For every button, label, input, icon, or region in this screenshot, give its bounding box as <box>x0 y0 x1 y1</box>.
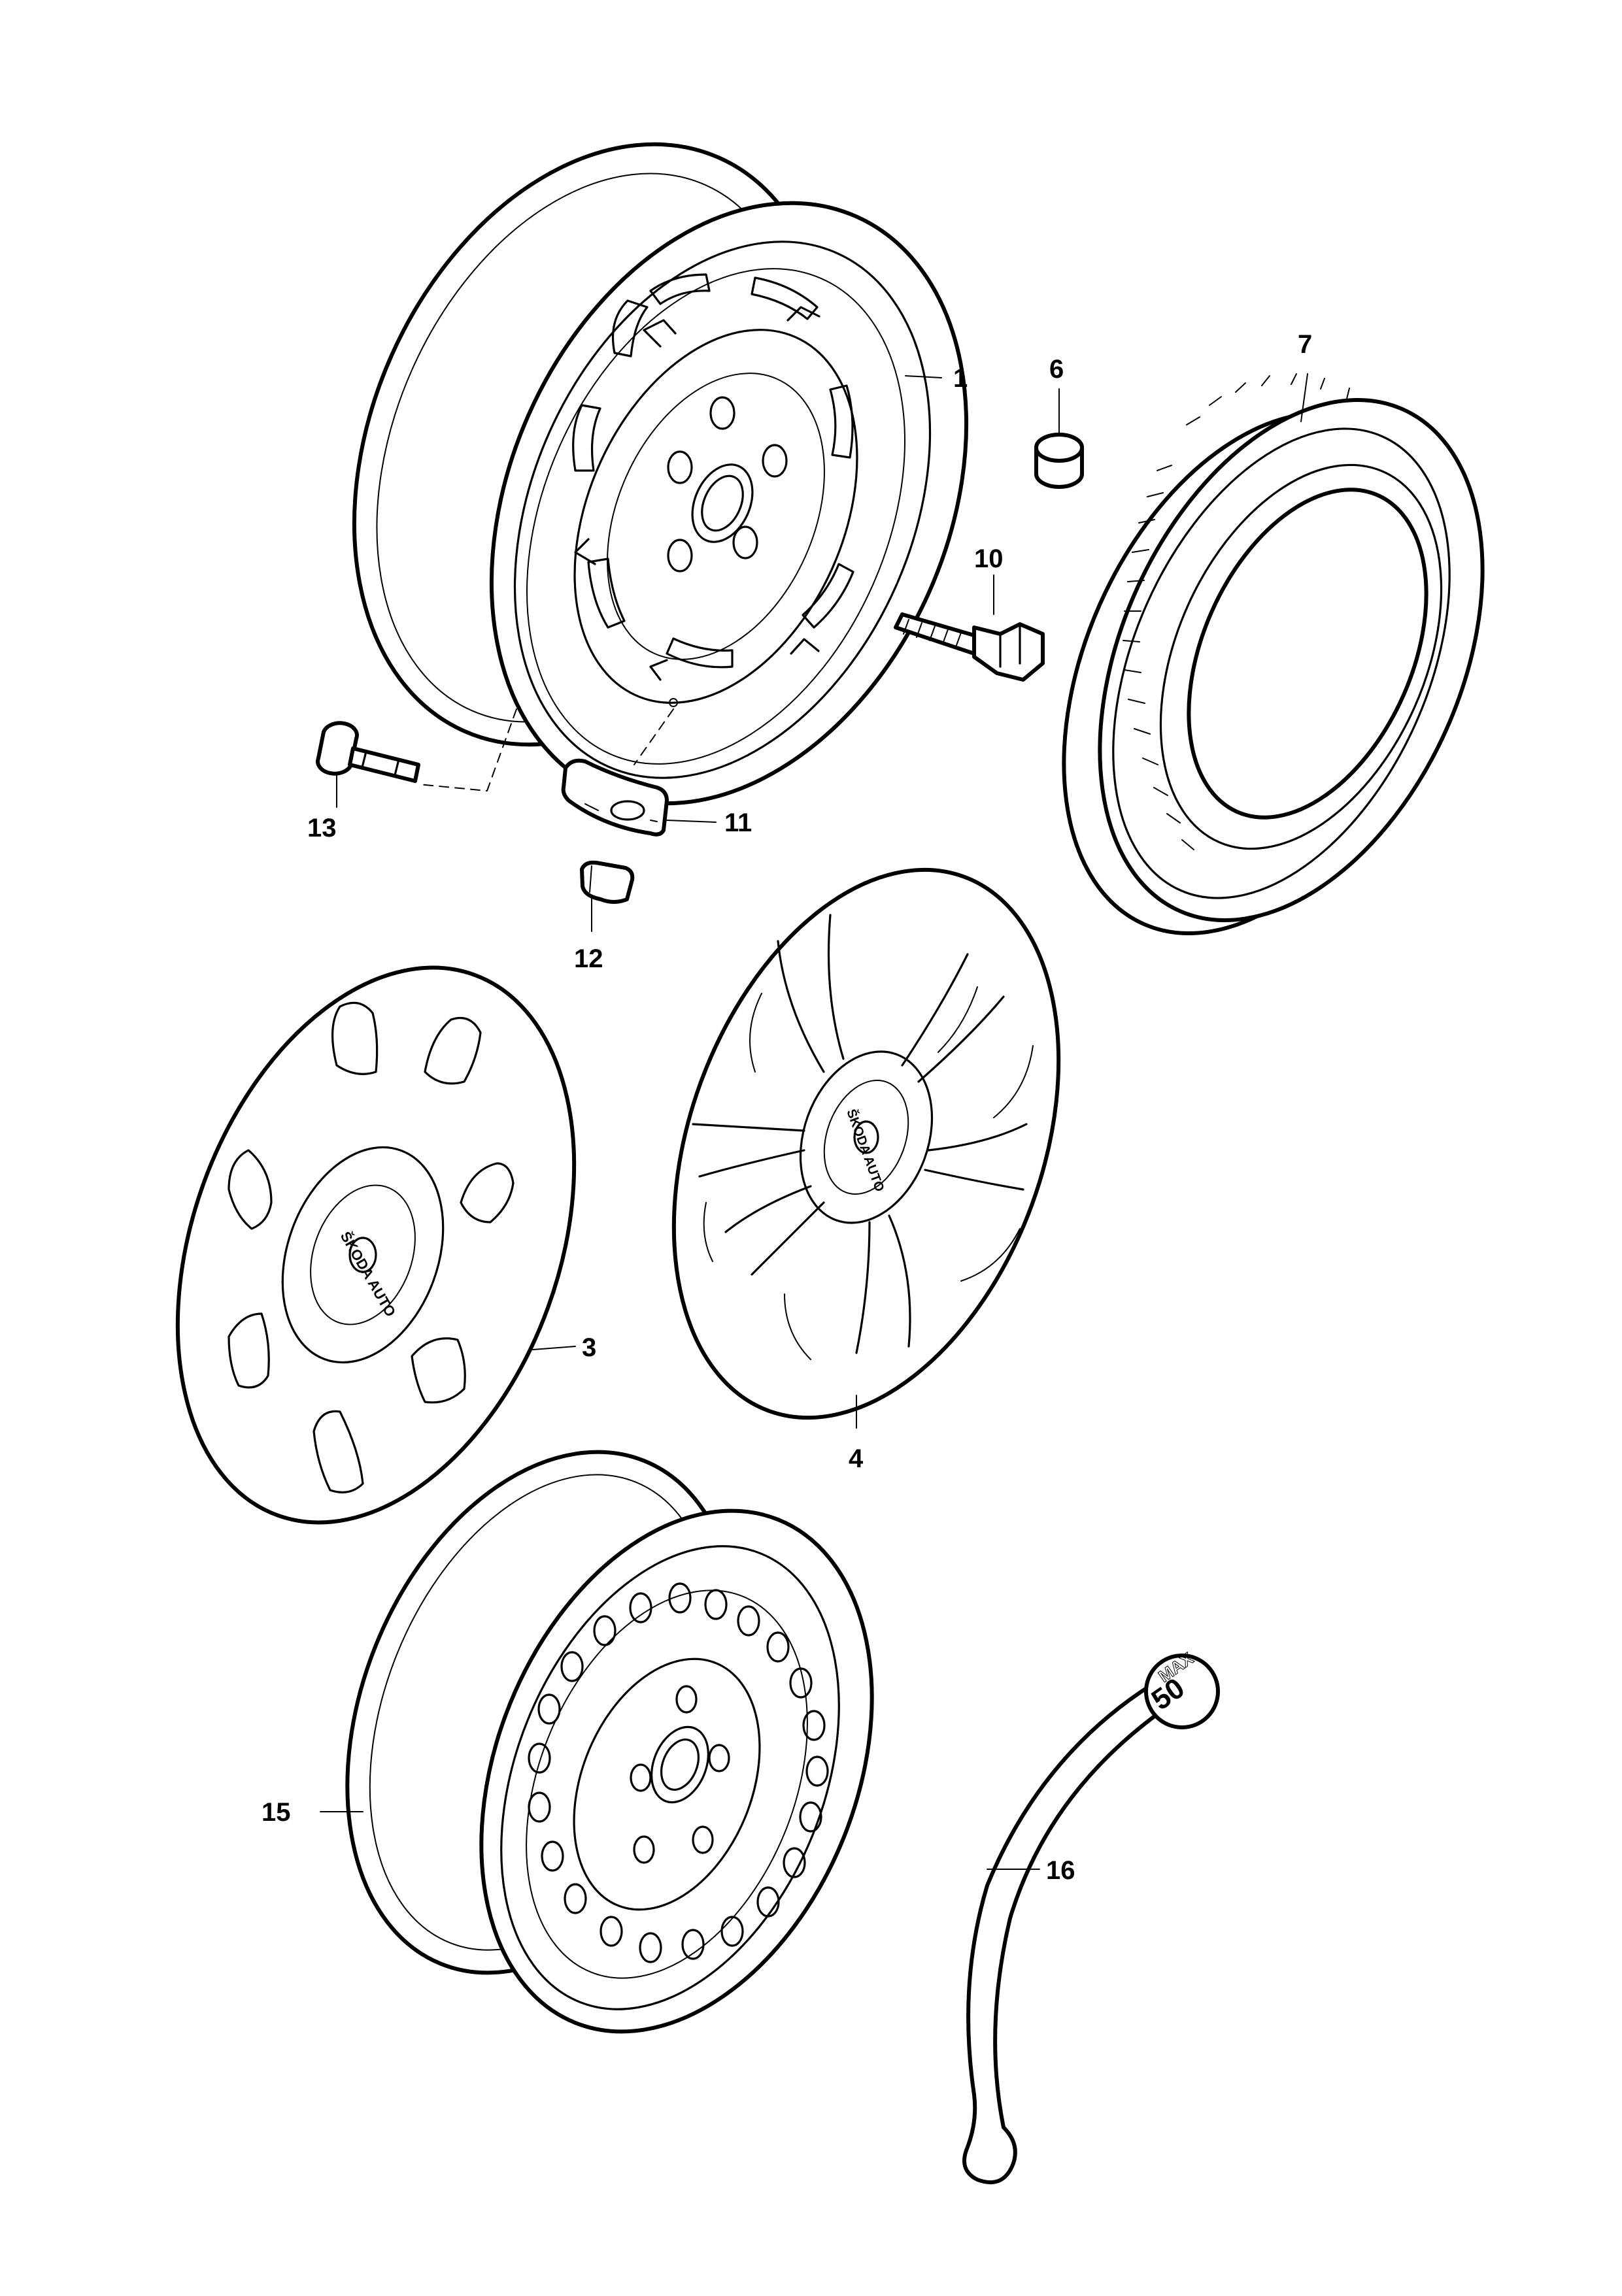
callout-12: 12 <box>574 944 603 973</box>
callout-15: 15 <box>262 1798 291 1827</box>
part-4-wheel-trim: ŠKODA AUTO 4 <box>671 867 1061 1473</box>
part-11-balance-weight: 11 <box>561 758 752 837</box>
part-12-balance-weight-clip: 12 <box>574 860 635 973</box>
part-7-tyre: 7 <box>1062 330 1485 935</box>
part-3-wheel-trim: ŠKODA AUTO 3 <box>175 965 596 1525</box>
callout-6: 6 <box>1049 355 1064 384</box>
part-10-wheel-bolt: 10 <box>894 544 1045 682</box>
part-15-steel-wheel: 15 <box>262 1450 874 2034</box>
skoda-emblem <box>348 1237 377 1273</box>
skoda-emblem-2 <box>853 1120 879 1154</box>
callout-13: 13 <box>307 814 337 842</box>
callout-16: 16 <box>1046 1856 1075 1885</box>
callout-1: 1 <box>953 364 968 393</box>
callout-4: 4 <box>849 1444 864 1473</box>
part-6-bolt-cap: 6 <box>1034 355 1084 489</box>
callout-3: 3 <box>582 1333 596 1362</box>
callout-7: 7 <box>1298 330 1312 359</box>
callout-10: 10 <box>974 544 1004 573</box>
callout-11: 11 <box>724 808 752 837</box>
part-16-speed-sticker: MAX 50 16 <box>962 1648 1220 2184</box>
part-13-tyre-valve: 13 <box>307 721 420 842</box>
